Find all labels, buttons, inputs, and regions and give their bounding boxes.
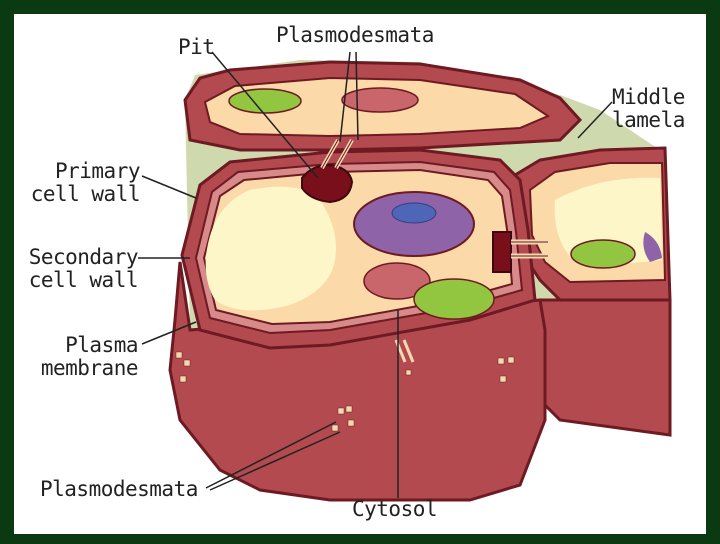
label-primary-cell-wall-line1: Primary (30, 160, 140, 183)
label-plasma-membrane: Plasma membrane (26, 334, 138, 380)
nucleolus (392, 203, 436, 223)
label-middle-lamela-line1: Middle (612, 86, 685, 109)
label-pit: Pit (178, 36, 214, 59)
pit (302, 165, 352, 202)
right-pit (493, 232, 511, 272)
right-chloroplast (571, 240, 635, 268)
chloroplast (414, 279, 494, 319)
label-cytosol: Cytosol (352, 498, 437, 521)
label-plasma-membrane-line1: Plasma (26, 334, 138, 357)
label-plasma-membrane-line2: membrane (26, 357, 138, 380)
label-secondary-cell-wall-line2: cell wall (26, 269, 138, 292)
nucleus (354, 192, 474, 256)
right-lower-wall (540, 300, 670, 435)
label-secondary-cell-wall: Secondary cell wall (26, 246, 138, 292)
label-secondary-cell-wall-line1: Secondary (26, 246, 138, 269)
label-plasmodesmata-top: Plasmodesmata (276, 24, 434, 47)
top-organelle (342, 88, 418, 112)
top-chloroplast (229, 89, 301, 113)
label-primary-cell-wall-line2: cell wall (30, 183, 140, 206)
label-middle-lamela: Middle lamela (612, 86, 685, 132)
label-plasmodesmata-bottom: Plasmodesmata (40, 478, 198, 501)
label-middle-lamela-line2: lamela (612, 109, 685, 132)
label-primary-cell-wall: Primary cell wall (30, 160, 140, 206)
